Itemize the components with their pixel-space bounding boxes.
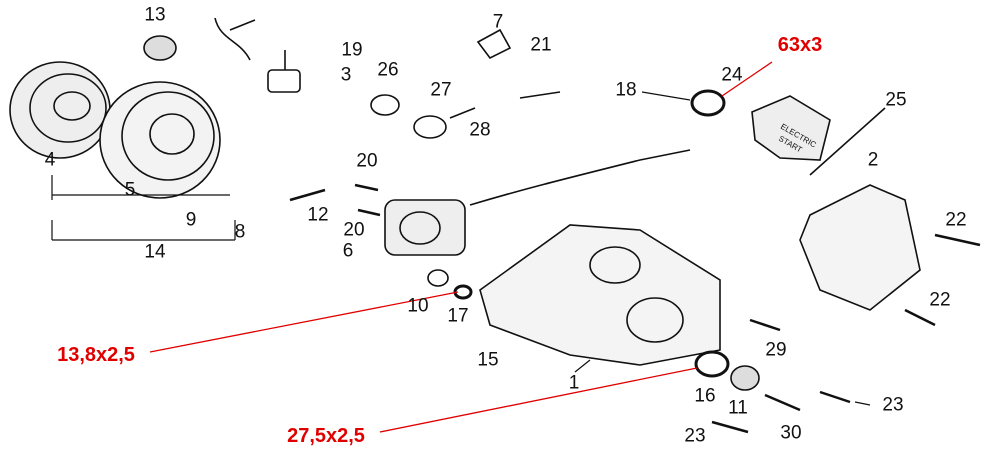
part-label: 27 <box>430 79 452 101</box>
part-label: 20 <box>356 150 378 172</box>
plug-10 <box>427 269 449 287</box>
part-label: 14 <box>144 241 166 263</box>
dimension-callout: 63x3 <box>777 34 823 56</box>
sensor-part <box>267 69 301 93</box>
plug-11 <box>730 365 760 391</box>
part-label: 28 <box>469 119 491 141</box>
part-label: 26 <box>377 59 399 81</box>
electric-start-cover <box>751 95 831 161</box>
part-label: 23 <box>882 394 904 416</box>
part-label: 13 <box>144 4 166 26</box>
part-label: 29 <box>765 339 787 361</box>
bolts <box>289 183 981 434</box>
bushing-part <box>143 35 177 61</box>
part-label: 15 <box>477 349 499 371</box>
part-label: 21 <box>530 34 552 56</box>
part-label: 20 <box>343 219 365 241</box>
part-label: 30 <box>780 422 802 444</box>
clamp-part <box>476 28 512 60</box>
part-label: 4 <box>44 149 56 171</box>
part-label: 25 <box>885 89 907 111</box>
rotor-part <box>9 61 111 159</box>
part-label: 17 <box>447 305 469 327</box>
part-label: 5 <box>124 179 136 201</box>
part-label: 16 <box>694 385 716 407</box>
part-label: 19 <box>341 39 363 61</box>
part-label: 22 <box>929 289 951 311</box>
oring-16 <box>694 350 730 378</box>
cover-plate-part <box>799 184 921 311</box>
dimension-callout: 27,5x2,5 <box>287 425 365 447</box>
flywheel-part <box>99 81 221 199</box>
part-label: 12 <box>307 204 329 226</box>
part-label: 22 <box>945 209 967 231</box>
crankcase-cover-part <box>479 224 721 366</box>
part-label: 8 <box>234 221 246 243</box>
oring-18 <box>690 89 726 117</box>
part-label: 10 <box>407 295 429 317</box>
part-label: 7 <box>492 11 504 33</box>
part-label: 2 <box>867 149 879 171</box>
part-label: 24 <box>721 64 743 86</box>
stator-part <box>384 149 691 256</box>
part-label: 11 <box>728 397 748 419</box>
part-label: 9 <box>185 209 197 231</box>
part-label: 18 <box>615 79 637 101</box>
callout-lines <box>149 61 773 433</box>
leader-lines <box>51 91 871 406</box>
grommet-part <box>370 94 400 116</box>
part-label: 6 <box>342 240 354 262</box>
switch-part <box>413 115 447 139</box>
part-label: 1 <box>568 372 580 394</box>
dimension-callout: 13,8x2,5 <box>57 344 135 366</box>
part-label: 3 <box>340 64 352 86</box>
part-label: 23 <box>684 425 706 447</box>
